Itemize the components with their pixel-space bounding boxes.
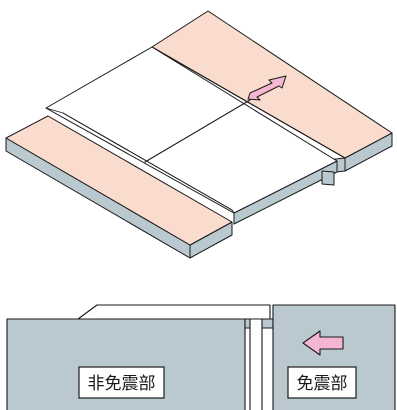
left-slab-top-face: [5, 115, 233, 246]
non-isolated-label: 非免震部: [78, 366, 165, 399]
arrow-left-icon: [302, 330, 344, 356]
non-isolated-label-text: 非免震部: [88, 374, 156, 394]
section-view: 非免震部 免震部: [6, 304, 396, 410]
left-floor-slab: [5, 115, 233, 259]
cover-plate-joint: [144, 99, 251, 163]
arrow-down-left-icon: [247, 75, 287, 101]
cover-plate: [45, 46, 338, 225]
cover-plate-ridge: [62, 112, 233, 211]
isometric-view: [5, 10, 393, 259]
right-slab-seam: [151, 46, 346, 159]
joint-gap: [249, 318, 263, 410]
isolated-label-text: 免震部: [297, 374, 348, 394]
isolated-label: 免震部: [287, 366, 357, 399]
section-cover-plate: [77, 304, 271, 320]
cover-plate-side-edge: [321, 170, 335, 186]
